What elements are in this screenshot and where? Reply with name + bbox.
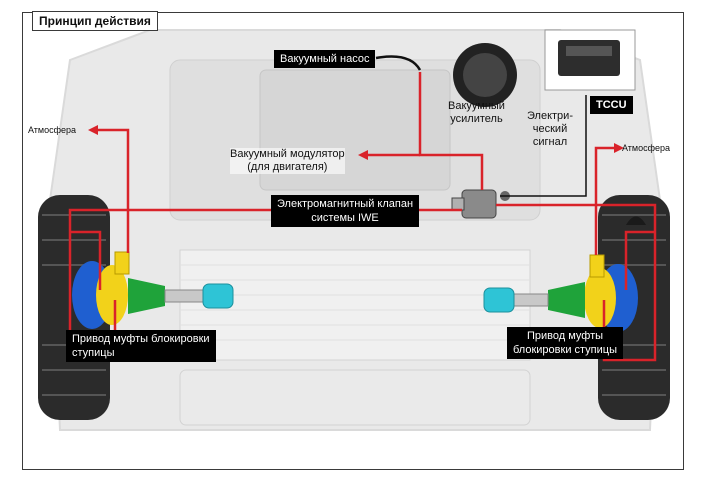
vacuum-pump-label: Вакуумный насос <box>274 50 376 68</box>
hub-actuator-left-label: Привод муфты блокировки ступицы <box>66 330 216 362</box>
left-hub-assembly <box>72 251 234 329</box>
vacuum-booster-component <box>453 43 517 107</box>
vacuum-pump-hose <box>375 55 422 71</box>
atmosphere-left-label: Атмосфера <box>28 125 77 135</box>
iwe-valve-label: Электромагнитный клапан системы IWE <box>271 195 420 227</box>
diagram-title: Принцип действия <box>32 11 158 31</box>
vacuum-modulator-label: Вакуумный модулятор (для двигателя) <box>230 148 345 174</box>
atmosphere-filter <box>626 216 646 225</box>
right-hub-assembly <box>483 254 638 332</box>
hub-actuator-right-label: Привод муфты блокировки ступицы <box>507 327 623 359</box>
tccu-module <box>544 29 636 91</box>
vacuum-booster-label: Вакуумный усилитель <box>448 100 505 125</box>
electric-signal-label: Электри- ческий сигнал <box>527 110 573 148</box>
flow-arrows <box>88 125 624 160</box>
atmosphere-right-label: Атмосфера <box>622 143 671 153</box>
tccu-label: TCCU <box>590 96 633 114</box>
